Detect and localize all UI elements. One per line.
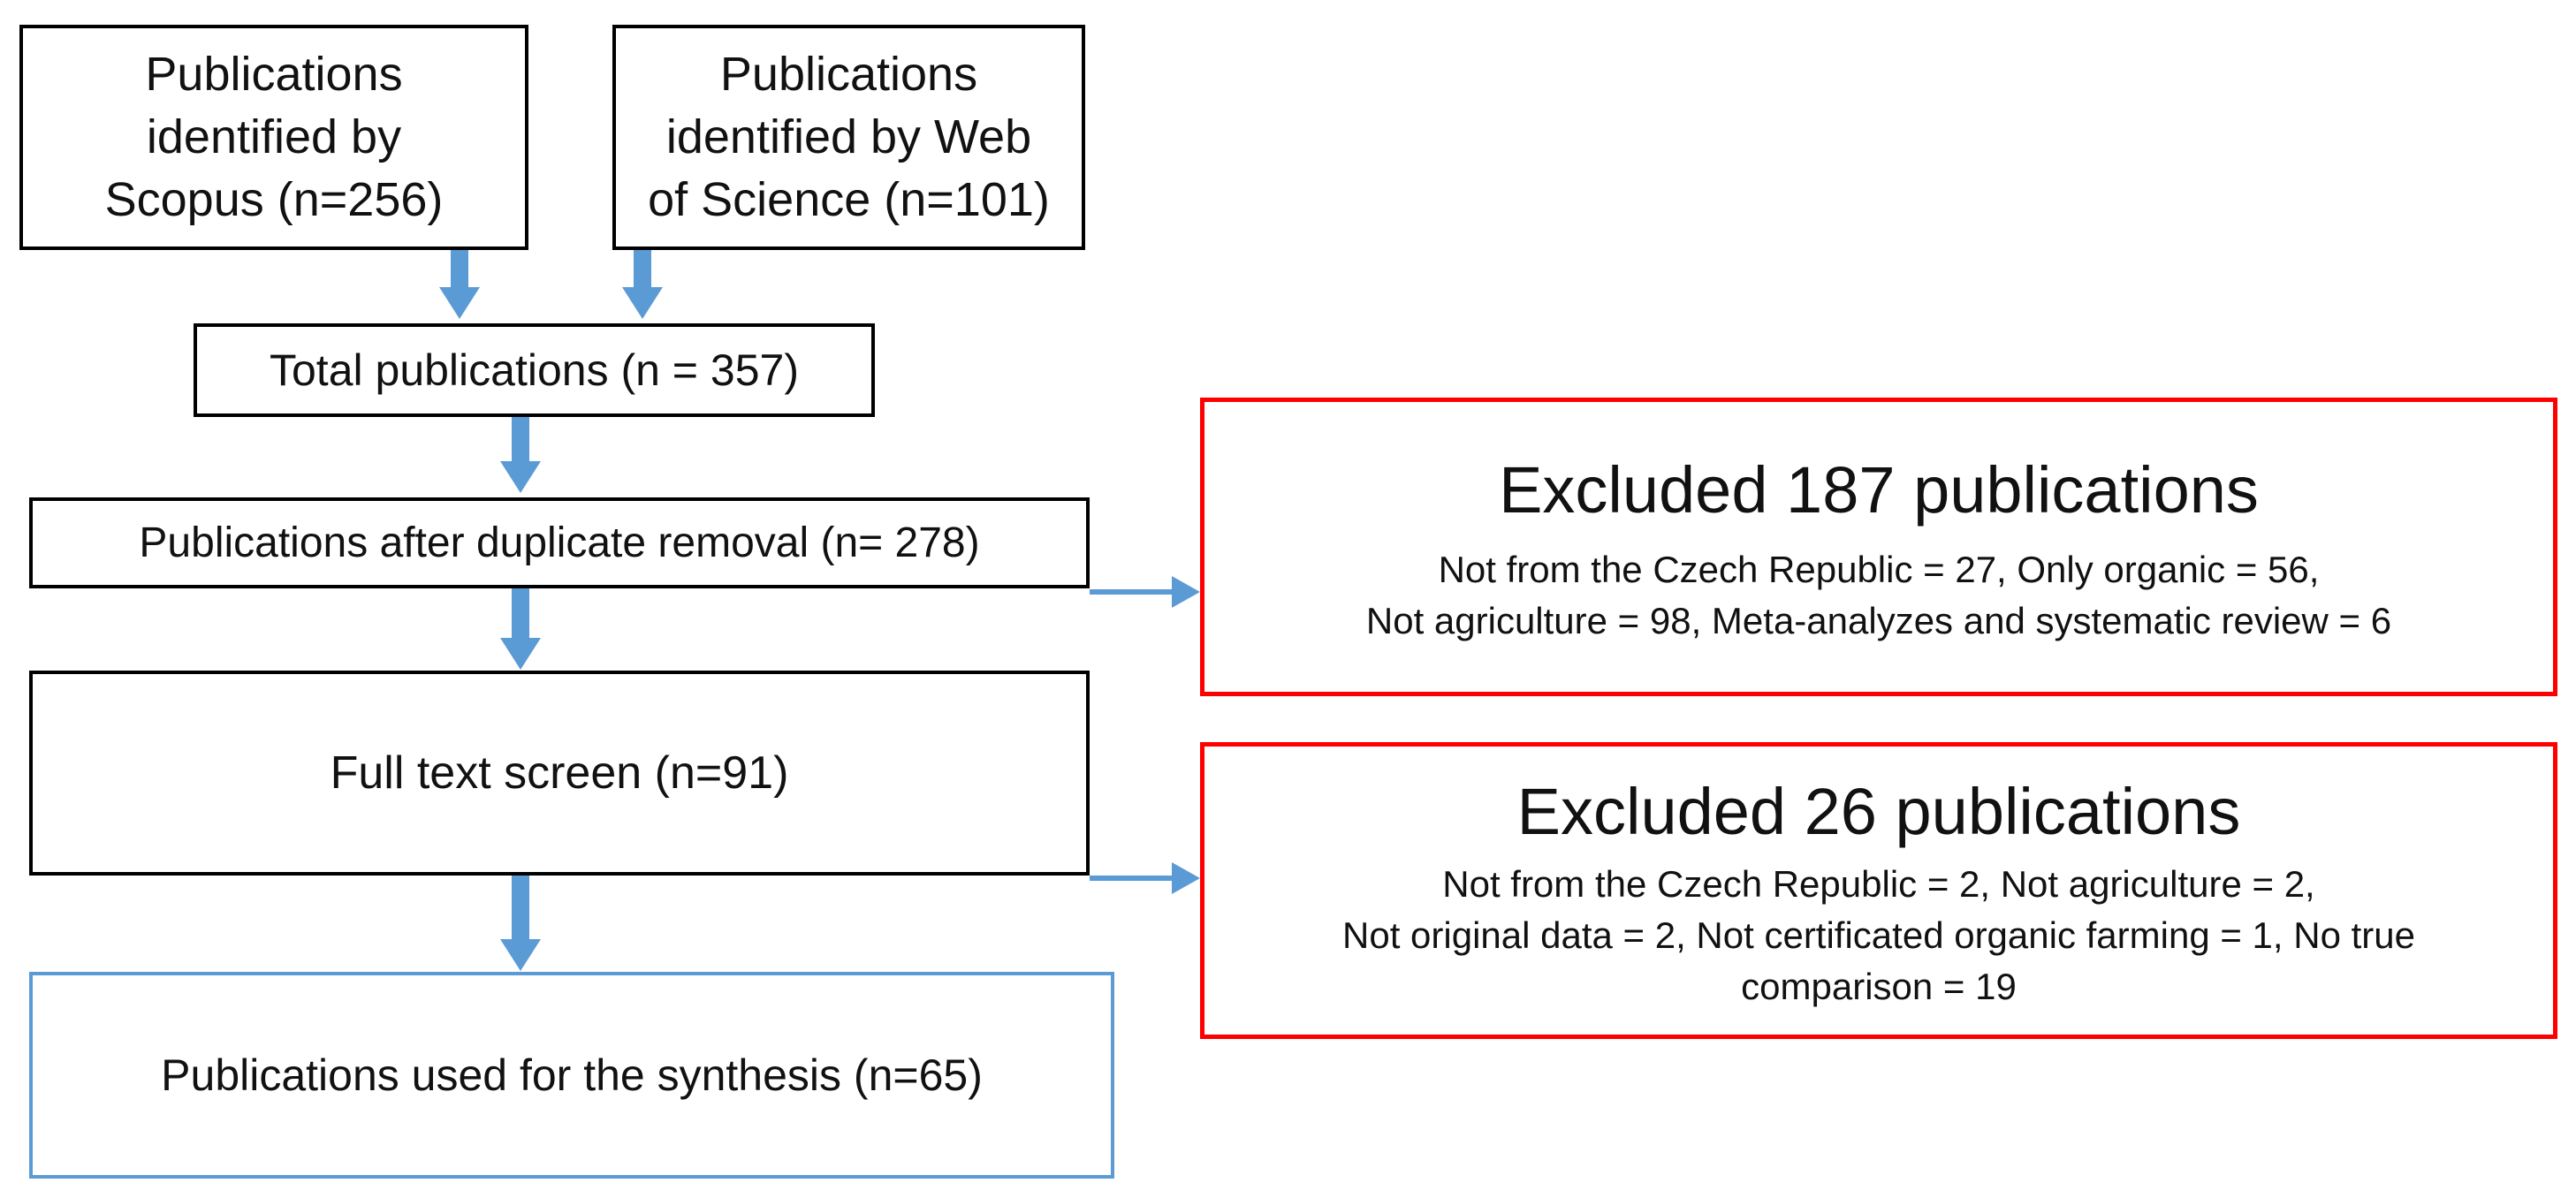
excluded-26-title: Excluded 26 publications <box>1516 774 2241 848</box>
arrow-down-wos-icon <box>622 250 663 319</box>
arrow-shaft <box>634 250 651 289</box>
arrow-head <box>500 638 541 670</box>
scopus-box-line-1: Publications <box>145 48 403 101</box>
arrow-shaft <box>512 417 529 463</box>
arrow-down-duplicate-icon <box>500 588 541 670</box>
total-publications-label: Total publications (n = 357) <box>270 345 799 395</box>
arrow-down-fulltext-icon <box>500 876 541 971</box>
arrow-head <box>500 461 541 493</box>
excluded-187-title: Excluded 187 publications <box>1499 452 2259 527</box>
excluded-26-line-2: Not original data = 2, Not certificated … <box>1342 914 2415 956</box>
synthesis-label: Publications used for the synthesis (n=6… <box>161 1050 983 1100</box>
total-publications-box: Total publications (n = 357) <box>194 323 875 417</box>
arrow-down-total-icon <box>500 417 541 493</box>
arrow-shaft <box>512 876 529 941</box>
arrow-right-excluded-187-icon <box>1090 576 1200 608</box>
full-text-screen-box: Full text screen (n=91) <box>29 671 1090 876</box>
synthesis-box: Publications used for the synthesis (n=6… <box>29 972 1114 1179</box>
scopus-box: Publications identified by Scopus (n=256… <box>19 25 528 250</box>
arrow-shaft <box>1090 589 1176 595</box>
excluded-187-box: Excluded 187 publications Not from the C… <box>1200 398 2557 696</box>
arrow-head <box>500 939 541 971</box>
full-text-screen-label: Full text screen (n=91) <box>330 747 789 799</box>
arrow-shaft <box>451 250 468 289</box>
arrow-head <box>622 287 663 319</box>
arrow-right-excluded-26-icon <box>1090 862 1200 894</box>
excluded-26-line-3: comparison = 19 <box>1741 965 2017 1007</box>
excluded-187-line-1: Not from the Czech Republic = 27, Only o… <box>1438 548 2320 590</box>
scopus-box-line-3: Scopus (n=256) <box>104 173 444 226</box>
duplicate-removal-label: Publications after duplicate removal (n=… <box>139 519 980 566</box>
wos-box-line-2: identified by Web <box>665 110 1032 163</box>
wos-box-line-1: Publications <box>719 48 978 101</box>
excluded-26-box: Excluded 26 publications Not from the Cz… <box>1200 742 2557 1039</box>
arrow-shaft <box>512 588 529 640</box>
wos-box-line-3: of Science (n=101) <box>648 173 1050 226</box>
web-of-science-box: Publications identified by Web of Scienc… <box>612 25 1085 250</box>
arrow-head <box>1172 576 1200 608</box>
arrow-down-scopus-icon <box>439 250 480 319</box>
excluded-187-line-2: Not agriculture = 98, Meta-analyzes and … <box>1365 599 2392 641</box>
excluded-26-line-1: Not from the Czech Republic = 2, Not agr… <box>1442 862 2315 905</box>
arrow-head <box>439 287 480 319</box>
arrow-head <box>1172 862 1200 894</box>
scopus-box-line-2: identified by <box>146 110 402 163</box>
duplicate-removal-box: Publications after duplicate removal (n=… <box>29 497 1090 588</box>
arrow-shaft <box>1090 876 1176 881</box>
